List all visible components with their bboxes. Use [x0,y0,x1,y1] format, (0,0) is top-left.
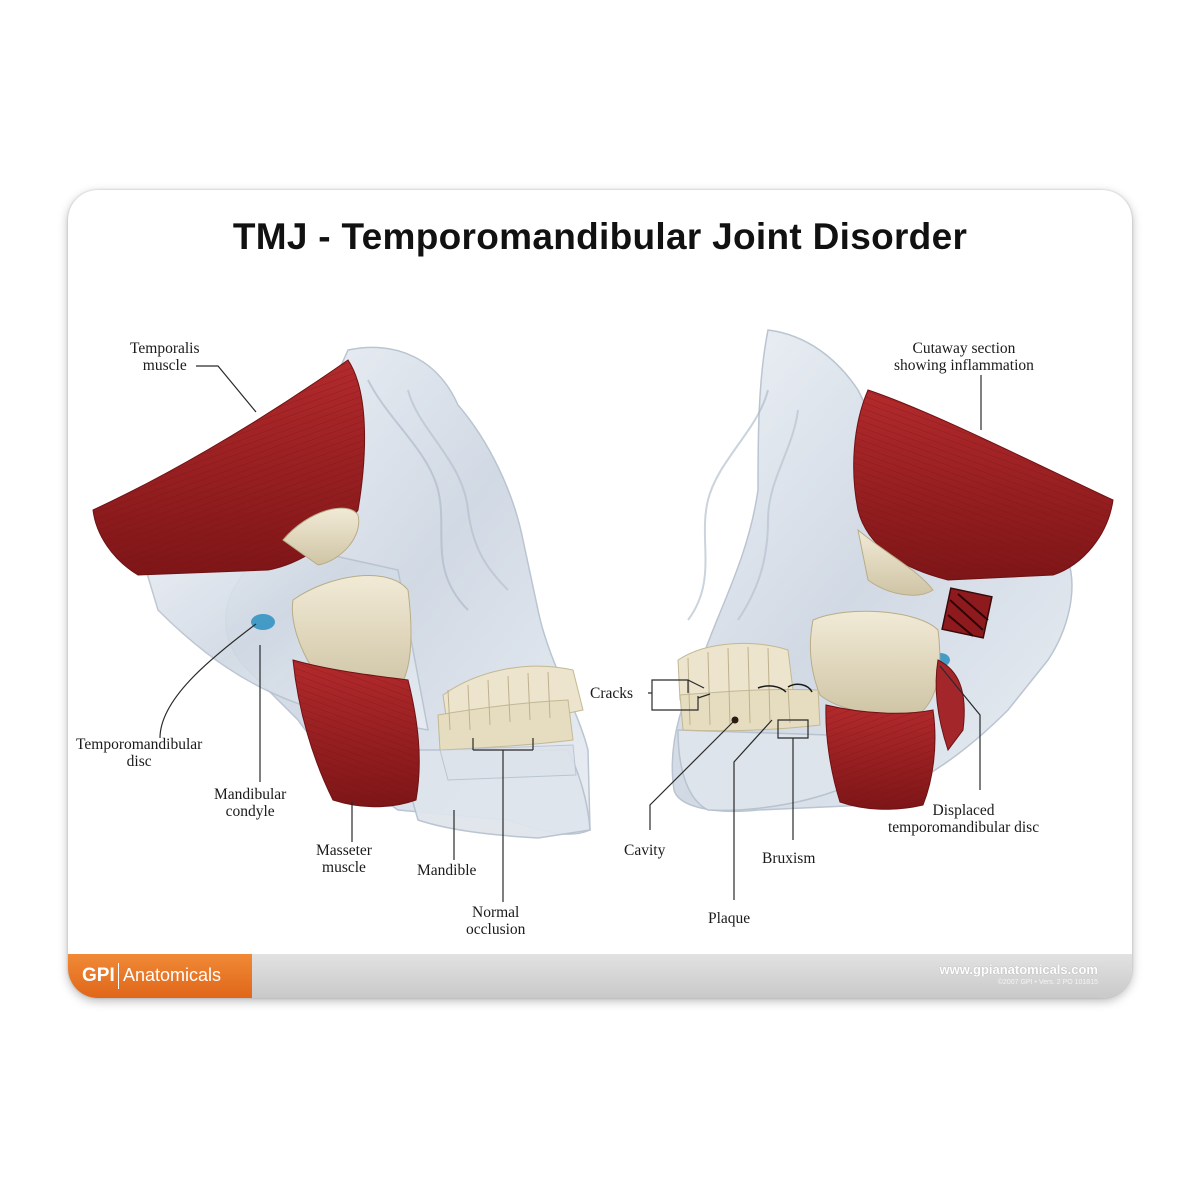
line-temporalis [196,365,257,413]
label-plaque: Plaque [708,910,751,927]
leader-lines [159,365,982,902]
label-cracks: Cracks [590,685,634,702]
left-disc [251,614,275,630]
left-skull-model [92,346,591,839]
line-tm-disc [159,623,257,739]
brand-name: Anatomicals [123,965,222,985]
left-teeth [437,665,584,781]
brand-logo: GPI Anatomicals [68,954,252,998]
poster-title: TMJ - Temporomandibular Joint Disorder [232,216,968,257]
right-cutaway-inflammation [941,587,993,639]
crack-marks [757,683,813,693]
line-plaque [733,719,773,900]
left-mandibular-condyle [282,507,360,566]
label-cavity: Cavity [624,842,666,859]
label-bruxism: Bruxism [762,850,816,867]
line-cavity [649,721,734,830]
copyright-text: ©2007 GPI • Vers. 2 PO 101815 [997,979,1098,986]
line-cracks [648,679,711,711]
footer-bar: GPI Anatomicals www.gpianatomicals.com ©… [68,954,1132,998]
brand-gpi: GPI [82,965,115,986]
line-occlusion [472,738,534,902]
cavity-spot [731,716,739,724]
brand-separator [118,963,119,989]
right-skull-model [671,329,1114,813]
label-mandible: Mandible [417,862,477,879]
right-clear-mandible [677,729,839,812]
line-displaced-disc [939,665,981,790]
website-url: www.gpianatomicals.com [939,962,1098,977]
tmj-illustration [92,329,1114,902]
line-bruxism [777,719,809,840]
poster-card: TMJ - Temporomandibular Joint Disorder [68,190,1132,998]
